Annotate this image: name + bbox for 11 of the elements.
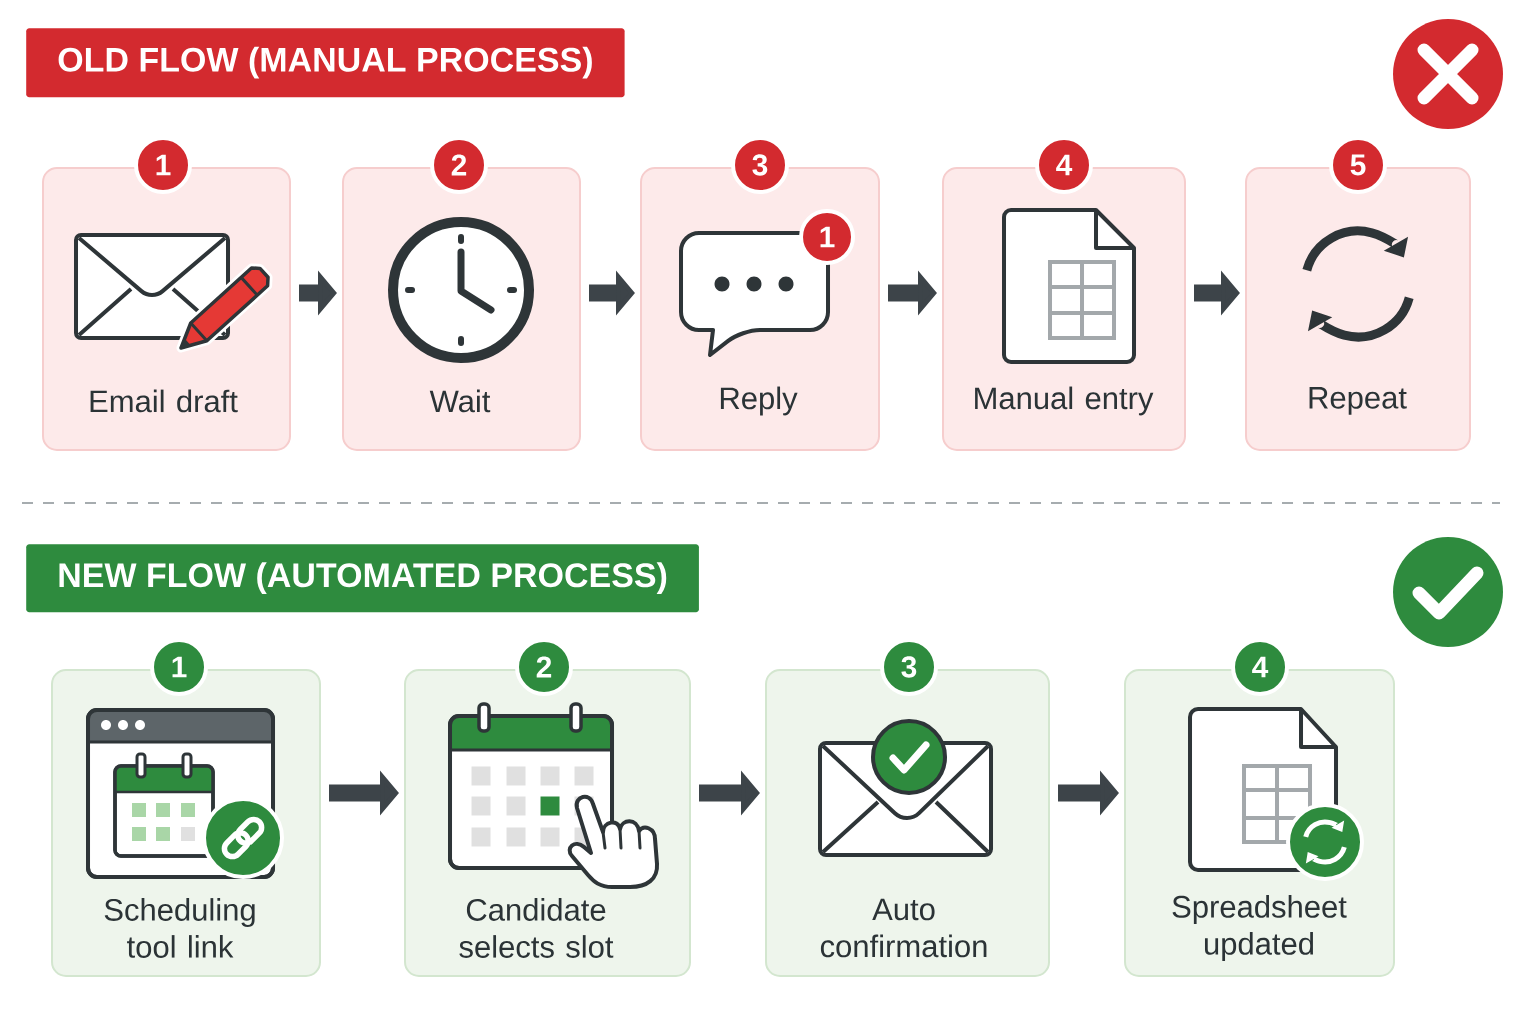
number-badge: 4 [1231,638,1289,696]
number-badge: 3 [731,136,789,194]
number-badge: 4 [1035,136,1093,194]
number-badge: 1 [150,638,208,696]
number-badge: 2 [430,136,488,194]
number-badge: 2 [515,638,573,696]
section-banner: OLD FLOW (MANUAL PROCESS) [26,28,625,98]
section-banner: NEW FLOW (AUTOMATED PROCESS) [26,544,699,613]
number-badge: 5 [1329,136,1387,194]
number-badge: 1 [134,136,192,194]
number-badge: 3 [880,638,938,696]
